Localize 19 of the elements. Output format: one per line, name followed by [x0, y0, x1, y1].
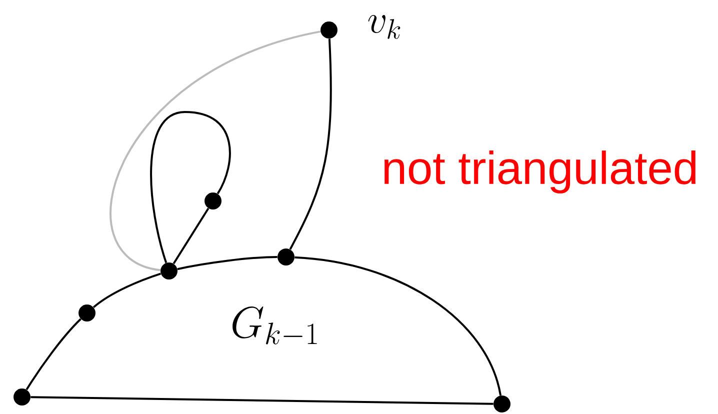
vertex-dot: [204, 192, 222, 210]
vertex-dot: [320, 22, 338, 38]
graph-edge: [289, 38, 332, 250]
vertex-dot: [278, 248, 294, 266]
vertex-label: $v_k$: [368, 14, 400, 39]
graph-edge: [26, 318, 82, 390]
vertex-dot: [494, 395, 510, 412]
graph-edge: [92, 272, 162, 308]
vertex-dot: [14, 388, 30, 406]
graph-edge: [294, 256, 502, 396]
graph-edge: [177, 256, 278, 270]
graph-name: $G_{k-1}$: [232, 306, 317, 344]
vertex-dot: [160, 262, 178, 280]
graph-edge: [150, 111, 231, 264]
vertex-dot: [78, 304, 96, 322]
graph-edge: [110, 30, 321, 272]
graph-edge: [30, 396, 494, 405]
annotation-text: not triangulated: [384, 150, 696, 194]
graph-edge: [172, 208, 210, 264]
